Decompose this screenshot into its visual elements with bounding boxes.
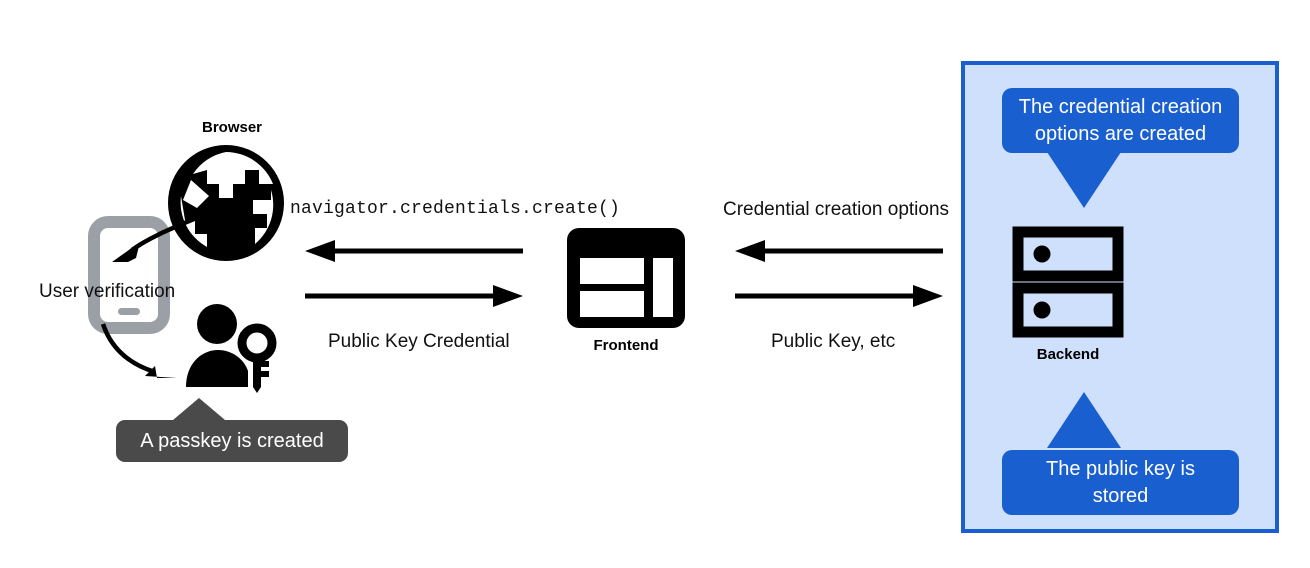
passkey-tooltip-text: A passkey is created [140,429,324,452]
arrow-left-top [303,240,525,262]
flow-left-bottom-label: Public Key Credential [328,331,510,352]
arrow-left-bottom [303,285,525,307]
user-verification-label: User verification [39,281,176,302]
callout-bottom-line2: stored [1092,484,1149,507]
callout-public-key-stored: The public key is stored [1002,450,1239,515]
backend-label: Backend [1036,346,1100,363]
flow-right-bottom-label: Public Key, etc [771,331,896,352]
callout-top-tail [1047,152,1121,208]
dashboard-layout-icon [567,228,685,328]
callout-credential-creation-options: The credential creation options are crea… [1002,88,1239,153]
arrow-browser-to-phone [92,200,222,280]
arrow-right-bottom [733,285,945,307]
globe-icon [167,144,285,262]
arrow-right-top [733,240,945,262]
callout-bottom-line1: The public key is [1046,457,1195,480]
passkey-tooltip: A passkey is created [116,420,348,462]
person-with-key-icon [184,303,280,393]
passkey-tooltip-tail [173,398,225,420]
flow-left-top-label: navigator.credentials.create() [290,199,621,219]
browser-label: Browser [201,119,263,136]
frontend-label: Frontend [593,337,659,354]
server-icon [1012,226,1124,338]
callout-top-line1: The credential creation [1018,95,1223,118]
arrow-phone-to-user [95,320,205,392]
flow-right-top-label: Credential creation options [723,199,950,220]
smartphone-icon [88,216,170,334]
callout-bottom-tail [1047,392,1121,448]
callout-top-line2: options are created [1034,122,1207,145]
